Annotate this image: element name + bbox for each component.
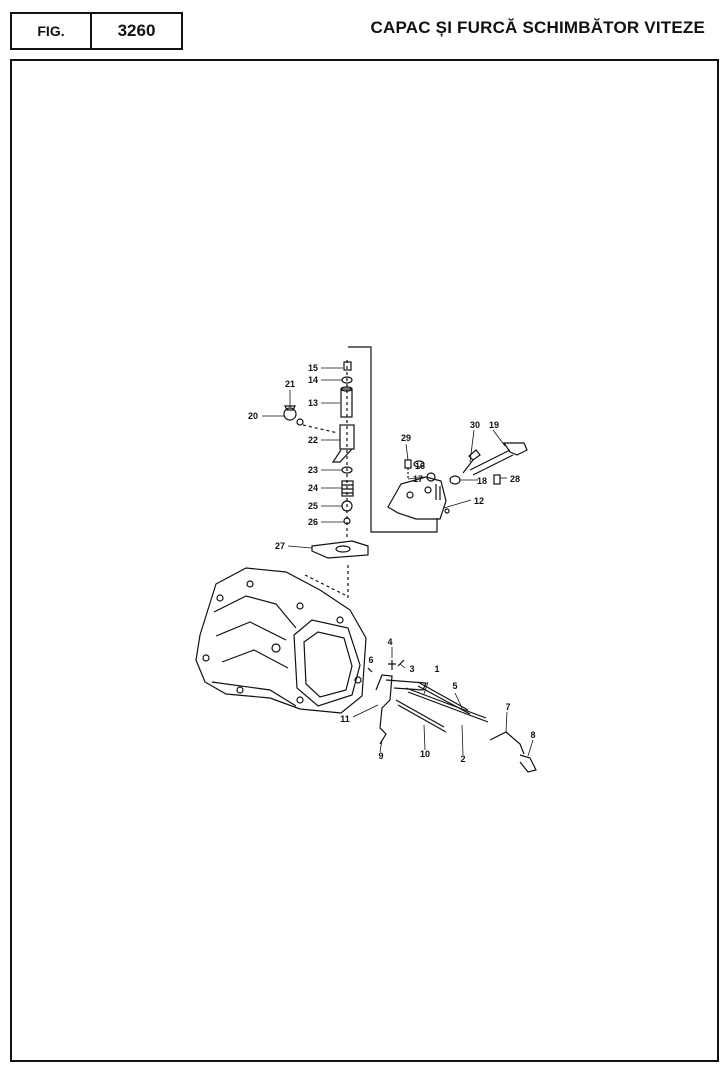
callout-15: 15 xyxy=(308,363,318,373)
connection-bracket xyxy=(348,346,438,533)
callout-23: 23 xyxy=(308,465,318,475)
callout-26: 26 xyxy=(308,517,318,527)
callout-12: 12 xyxy=(474,496,484,506)
callout-6: 6 xyxy=(368,655,373,665)
diagram-frame xyxy=(10,59,719,1062)
figure-label: FIG. xyxy=(12,14,92,48)
callout-3: 3 xyxy=(409,664,414,674)
callout-8: 8 xyxy=(530,730,535,740)
part-selector-shaft xyxy=(469,442,528,476)
figure-id-box: FIG. 3260 xyxy=(10,12,183,50)
callout-5: 5 xyxy=(452,681,457,691)
callout-7: 7 xyxy=(505,702,510,712)
callout-21: 21 xyxy=(285,379,295,389)
callout-27: 27 xyxy=(275,541,285,551)
callout-2: 2 xyxy=(460,754,465,764)
callout-14: 14 xyxy=(308,375,318,385)
part-shaft xyxy=(340,386,353,418)
figure-number: 3260 xyxy=(117,21,156,40)
callout-18: 18 xyxy=(477,476,487,486)
part-shift-cover xyxy=(387,476,450,520)
callout-28: 28 xyxy=(510,474,520,484)
callout-13: 13 xyxy=(308,398,318,408)
callout-9: 9 xyxy=(378,751,383,761)
callout-4: 4 xyxy=(387,637,392,647)
callout-19: 19 xyxy=(489,420,499,430)
callout-17: 17 xyxy=(413,474,423,484)
part-shift-lever xyxy=(331,424,355,463)
page-title: CAPAC ȘI FURCĂ SCHIMBĂTOR VITEZE xyxy=(370,18,705,37)
part-shift-forks xyxy=(367,659,537,773)
callout-1: 1 xyxy=(434,664,439,674)
part-gearbox-housing xyxy=(195,567,367,714)
callout-24: 24 xyxy=(308,483,318,493)
callout-25: 25 xyxy=(308,501,318,511)
callout-16: 16 xyxy=(415,461,425,471)
callout-11: 11 xyxy=(340,714,350,724)
part-spring xyxy=(341,480,354,497)
callout-29: 29 xyxy=(401,433,411,443)
callout-20: 20 xyxy=(248,411,258,421)
part-bolt xyxy=(343,361,352,371)
callout-30: 30 xyxy=(470,420,480,430)
part-knob xyxy=(283,405,304,426)
callout-10: 10 xyxy=(420,749,430,759)
part-gasket xyxy=(311,540,369,559)
callout-22: 22 xyxy=(308,435,318,445)
